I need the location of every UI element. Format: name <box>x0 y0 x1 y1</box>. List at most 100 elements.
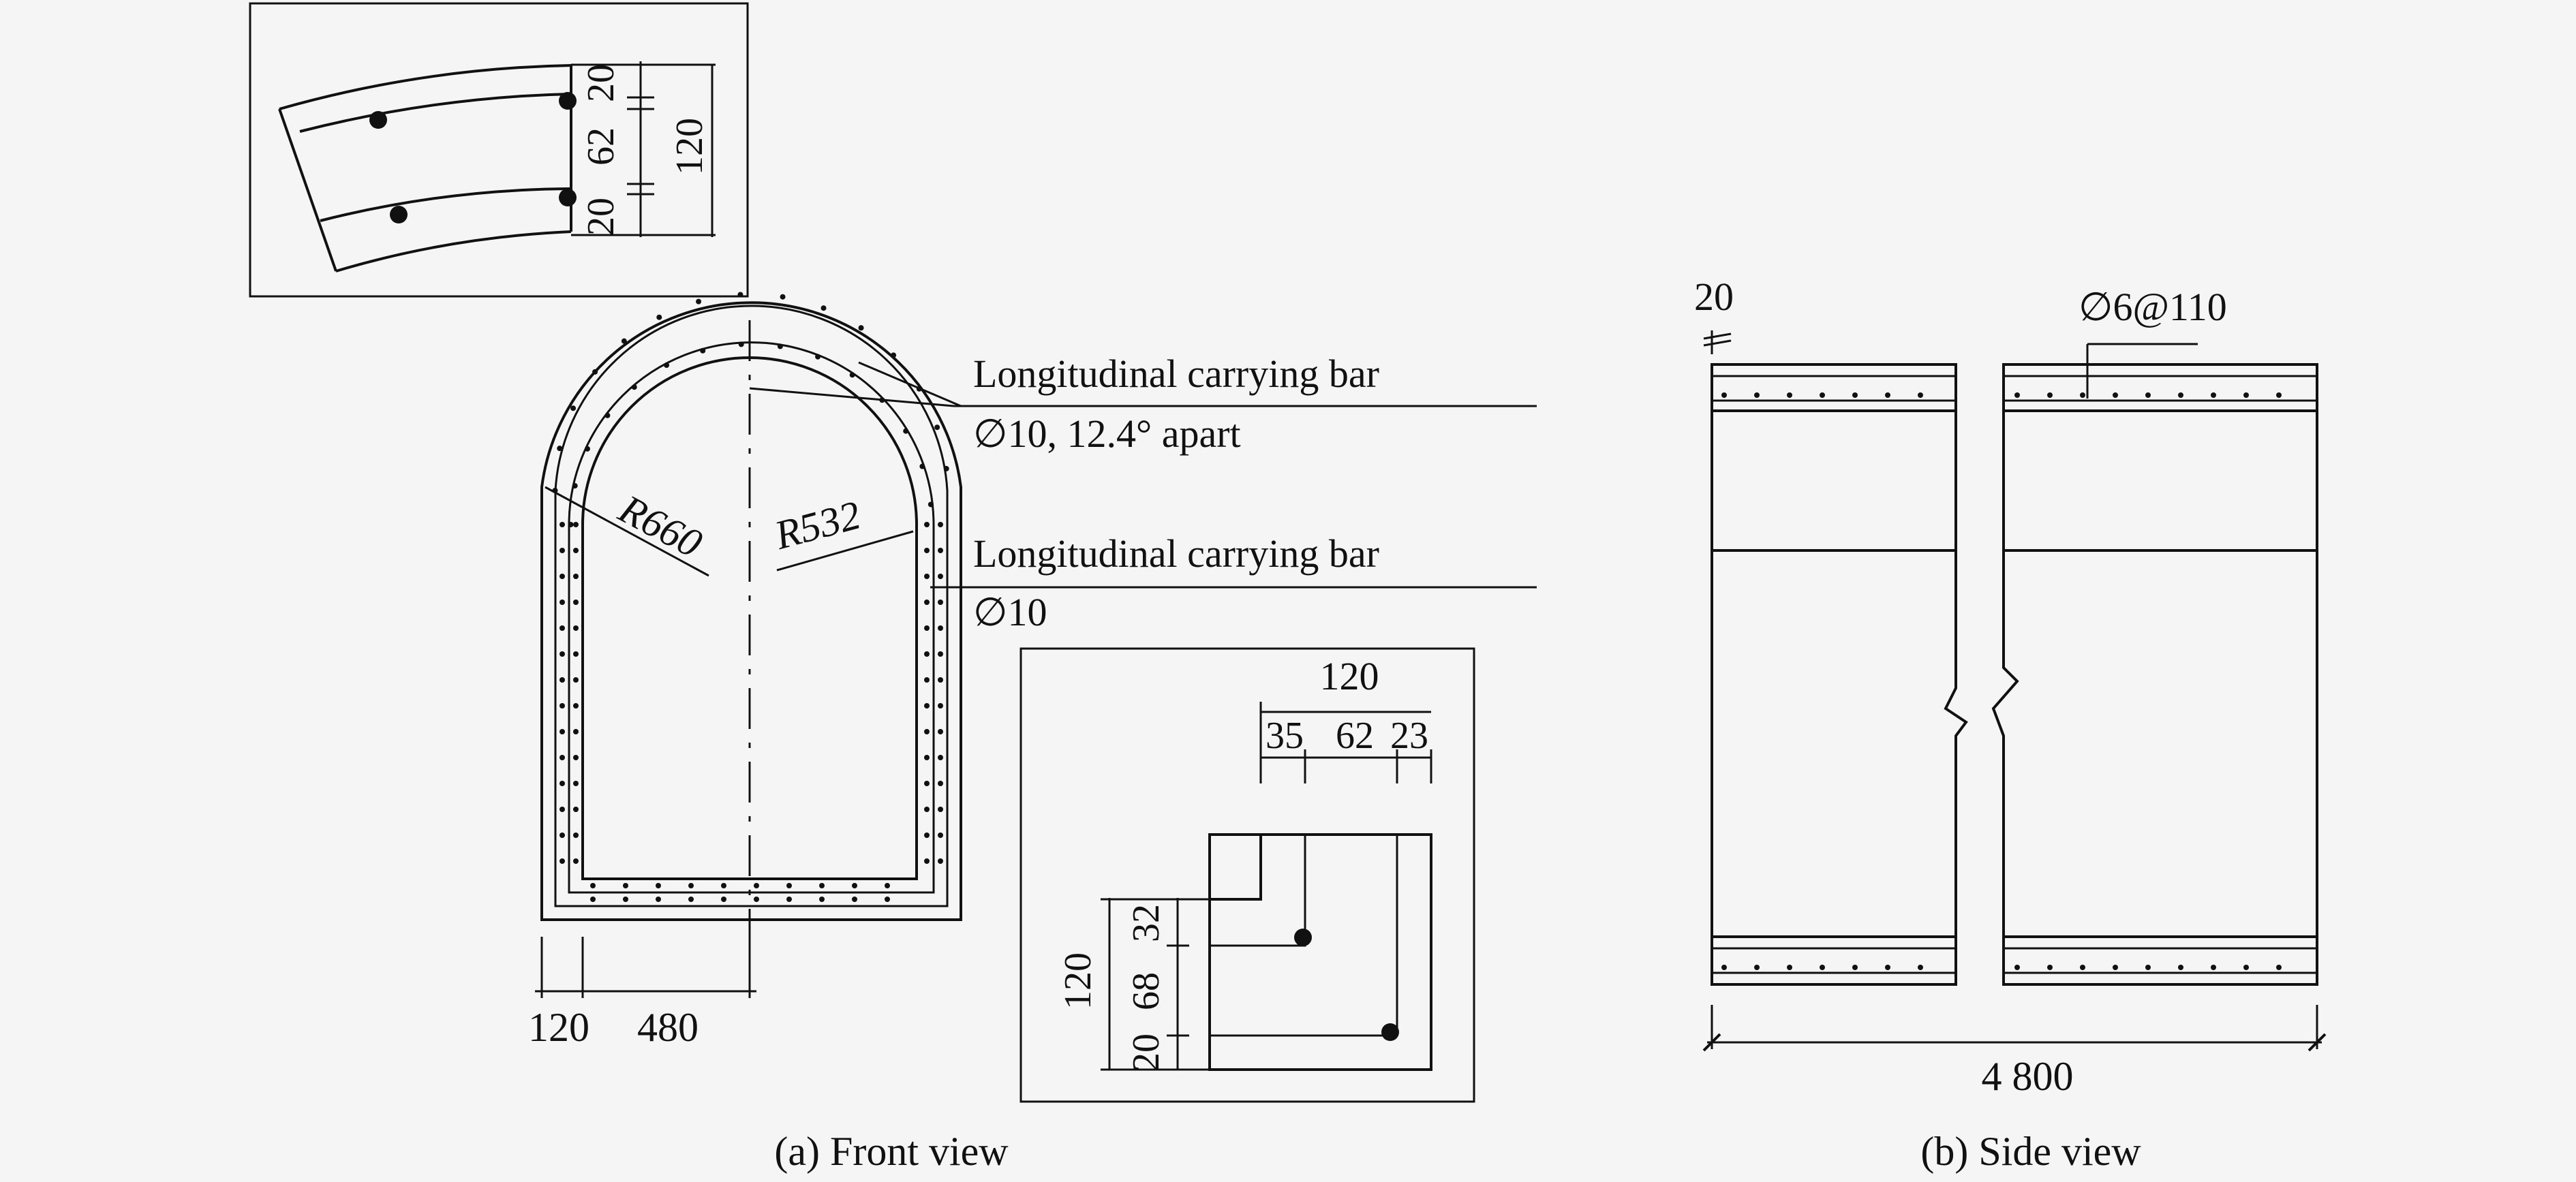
rebar-dot <box>934 424 940 431</box>
rebar-dot <box>656 897 661 902</box>
rebar-dot <box>2047 965 2053 970</box>
rebar-dot <box>559 677 565 683</box>
rebar-dot <box>1754 392 1760 398</box>
callout-top-leader <box>858 361 962 407</box>
rebar-dot <box>938 600 943 605</box>
rebar-dot <box>688 897 694 902</box>
rebar-dot <box>573 807 579 812</box>
side-view: 20 ∅6@110 4 800 (b) Side view <box>1694 275 2327 1174</box>
dim-label: 35 <box>1266 715 1304 757</box>
dim-label: 62 <box>580 127 622 166</box>
rebar-dot <box>924 600 930 605</box>
rebar-dot <box>815 354 821 360</box>
corner-step <box>1210 835 1262 901</box>
rebar-dot <box>584 446 590 452</box>
rebar-dot <box>2080 965 2085 970</box>
rebar-dot <box>819 883 825 888</box>
rebar-dot <box>688 883 694 888</box>
stirrup-label: ∅6@110 <box>2079 285 2227 329</box>
rebar-dot <box>1381 1023 1399 1041</box>
rebar-dot <box>559 755 565 760</box>
rebar-dot <box>621 338 627 344</box>
rebar-dot <box>738 341 744 347</box>
rebar-dot <box>885 897 890 902</box>
rebar-dot <box>938 703 943 709</box>
rebar-dot <box>557 446 563 452</box>
rebar-dot <box>938 833 943 838</box>
rebar-dot <box>885 883 890 888</box>
rebar-dot <box>592 369 598 375</box>
rebar-dot <box>786 883 792 888</box>
rebar-dot <box>2178 965 2183 970</box>
rebar-dot <box>590 883 596 888</box>
rebar-dot <box>559 729 565 734</box>
rebar-dot <box>573 651 579 657</box>
rebar-dot <box>819 897 825 902</box>
rebar-dot <box>924 651 930 657</box>
callout-top-text: Longitudinal carrying bar <box>973 352 1379 396</box>
inner-shell <box>581 356 918 880</box>
rebar-dot <box>604 412 611 418</box>
rebar-dot <box>573 858 579 864</box>
corner-rebar-outer <box>1210 835 1306 947</box>
rebar-dot <box>559 600 565 605</box>
rebar-dot <box>559 625 565 631</box>
dim-halfwidth-label: 480 <box>637 1005 699 1050</box>
rebar-dot <box>924 522 930 527</box>
rebar-dot <box>891 352 897 358</box>
rebar-dot <box>2178 392 2183 398</box>
dim-label: 120 <box>1320 654 1379 698</box>
rebar-dot <box>2211 965 2216 970</box>
rebar-dot <box>623 897 628 902</box>
rebar-dot <box>1754 965 1760 970</box>
dim-label: 23 <box>1390 715 1428 757</box>
rebar-dot <box>1918 392 1923 398</box>
dim-label: 68 <box>1125 972 1167 1010</box>
rebar-dot <box>721 883 726 888</box>
rebar-dot <box>656 314 662 320</box>
rebar-dot <box>1294 929 1312 946</box>
rebar-dot <box>938 755 943 760</box>
dim-label: 20 <box>1125 1033 1167 1072</box>
dim-label: 62 <box>1336 715 1374 757</box>
rebar-dot <box>1885 392 1890 398</box>
dim-label: 20 <box>580 198 622 236</box>
rebar-dot <box>924 625 930 631</box>
front-caption: (a) Front view <box>774 1129 1009 1174</box>
rebar-dot <box>559 651 565 657</box>
rebar-dot <box>777 343 783 349</box>
rebar-dot <box>568 522 574 527</box>
rebar-dot <box>1721 392 1727 398</box>
rebar-dot <box>631 384 637 390</box>
dim-label: 120 <box>1057 952 1099 1010</box>
rebar-dot <box>938 807 943 812</box>
callout-top-text: ∅10, 12.4° apart <box>973 411 1241 456</box>
radius-leader-inner <box>776 530 914 572</box>
side-caption: (b) Side view <box>1920 1129 2141 1174</box>
rebar-dot <box>559 574 565 579</box>
rebar-dot <box>573 625 579 631</box>
rebar-dot <box>924 574 930 579</box>
rebar-dot <box>938 574 943 579</box>
rebar-dot <box>573 755 579 760</box>
rebar-dot <box>780 294 786 300</box>
rebar-dot <box>573 833 579 838</box>
rebar-dot <box>573 703 579 709</box>
arc-inner-edge <box>335 230 572 273</box>
rebar-dot <box>943 465 949 471</box>
rebar-dot <box>559 807 565 812</box>
detail-corner-section: 120 35 62 23 120 20 68 32 <box>1019 647 1475 1103</box>
rebar-dot <box>924 703 930 709</box>
rebar-dot <box>1885 965 1890 970</box>
rebar-dot <box>2014 392 2020 398</box>
rebar-dot <box>924 833 930 838</box>
callout-side-text: Longitudinal carrying bar <box>973 531 1379 576</box>
rebar-dot <box>938 625 943 631</box>
rebar-dot <box>2243 392 2249 398</box>
rebar-dot <box>924 781 930 786</box>
rebar-dot <box>938 858 943 864</box>
rebar-dot <box>2276 965 2282 970</box>
detail-arc-section: 20 62 20 120 <box>249 2 749 298</box>
rebar-dot <box>369 111 387 129</box>
